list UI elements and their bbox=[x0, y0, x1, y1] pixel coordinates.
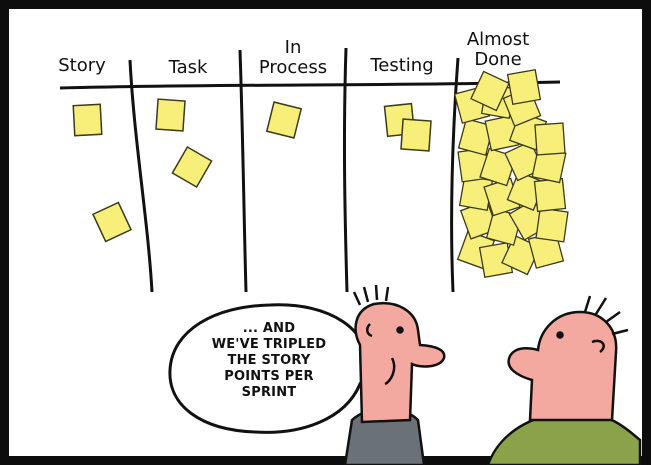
column-header-almost-done: Almost Done bbox=[466, 29, 530, 70]
speech-line: POINTS PER bbox=[224, 369, 314, 384]
left-character bbox=[343, 284, 446, 465]
column-header-story: Story bbox=[58, 55, 106, 76]
column-header-in-process: In Process bbox=[258, 37, 328, 78]
column-header-testing: Testing bbox=[370, 55, 434, 76]
speech-line: ... AND bbox=[242, 321, 296, 336]
sticky-note bbox=[72, 98, 432, 243]
speech-line: THE STORY bbox=[227, 353, 311, 368]
right-character bbox=[486, 295, 642, 465]
sticky-note-pile bbox=[453, 69, 569, 278]
column-divider-3 bbox=[342, 47, 349, 293]
speech-line: SPRINT bbox=[241, 385, 297, 400]
column-divider-1 bbox=[128, 59, 154, 293]
speech-line: WE'VE TRIPLED bbox=[211, 337, 327, 352]
speech-balloon-text: ... AND WE'VE TRIPLED THE STORY POINTS P… bbox=[176, 321, 362, 401]
column-divider-2 bbox=[238, 49, 248, 293]
column-divider-4 bbox=[450, 57, 460, 293]
column-header-task: Task bbox=[168, 57, 208, 78]
